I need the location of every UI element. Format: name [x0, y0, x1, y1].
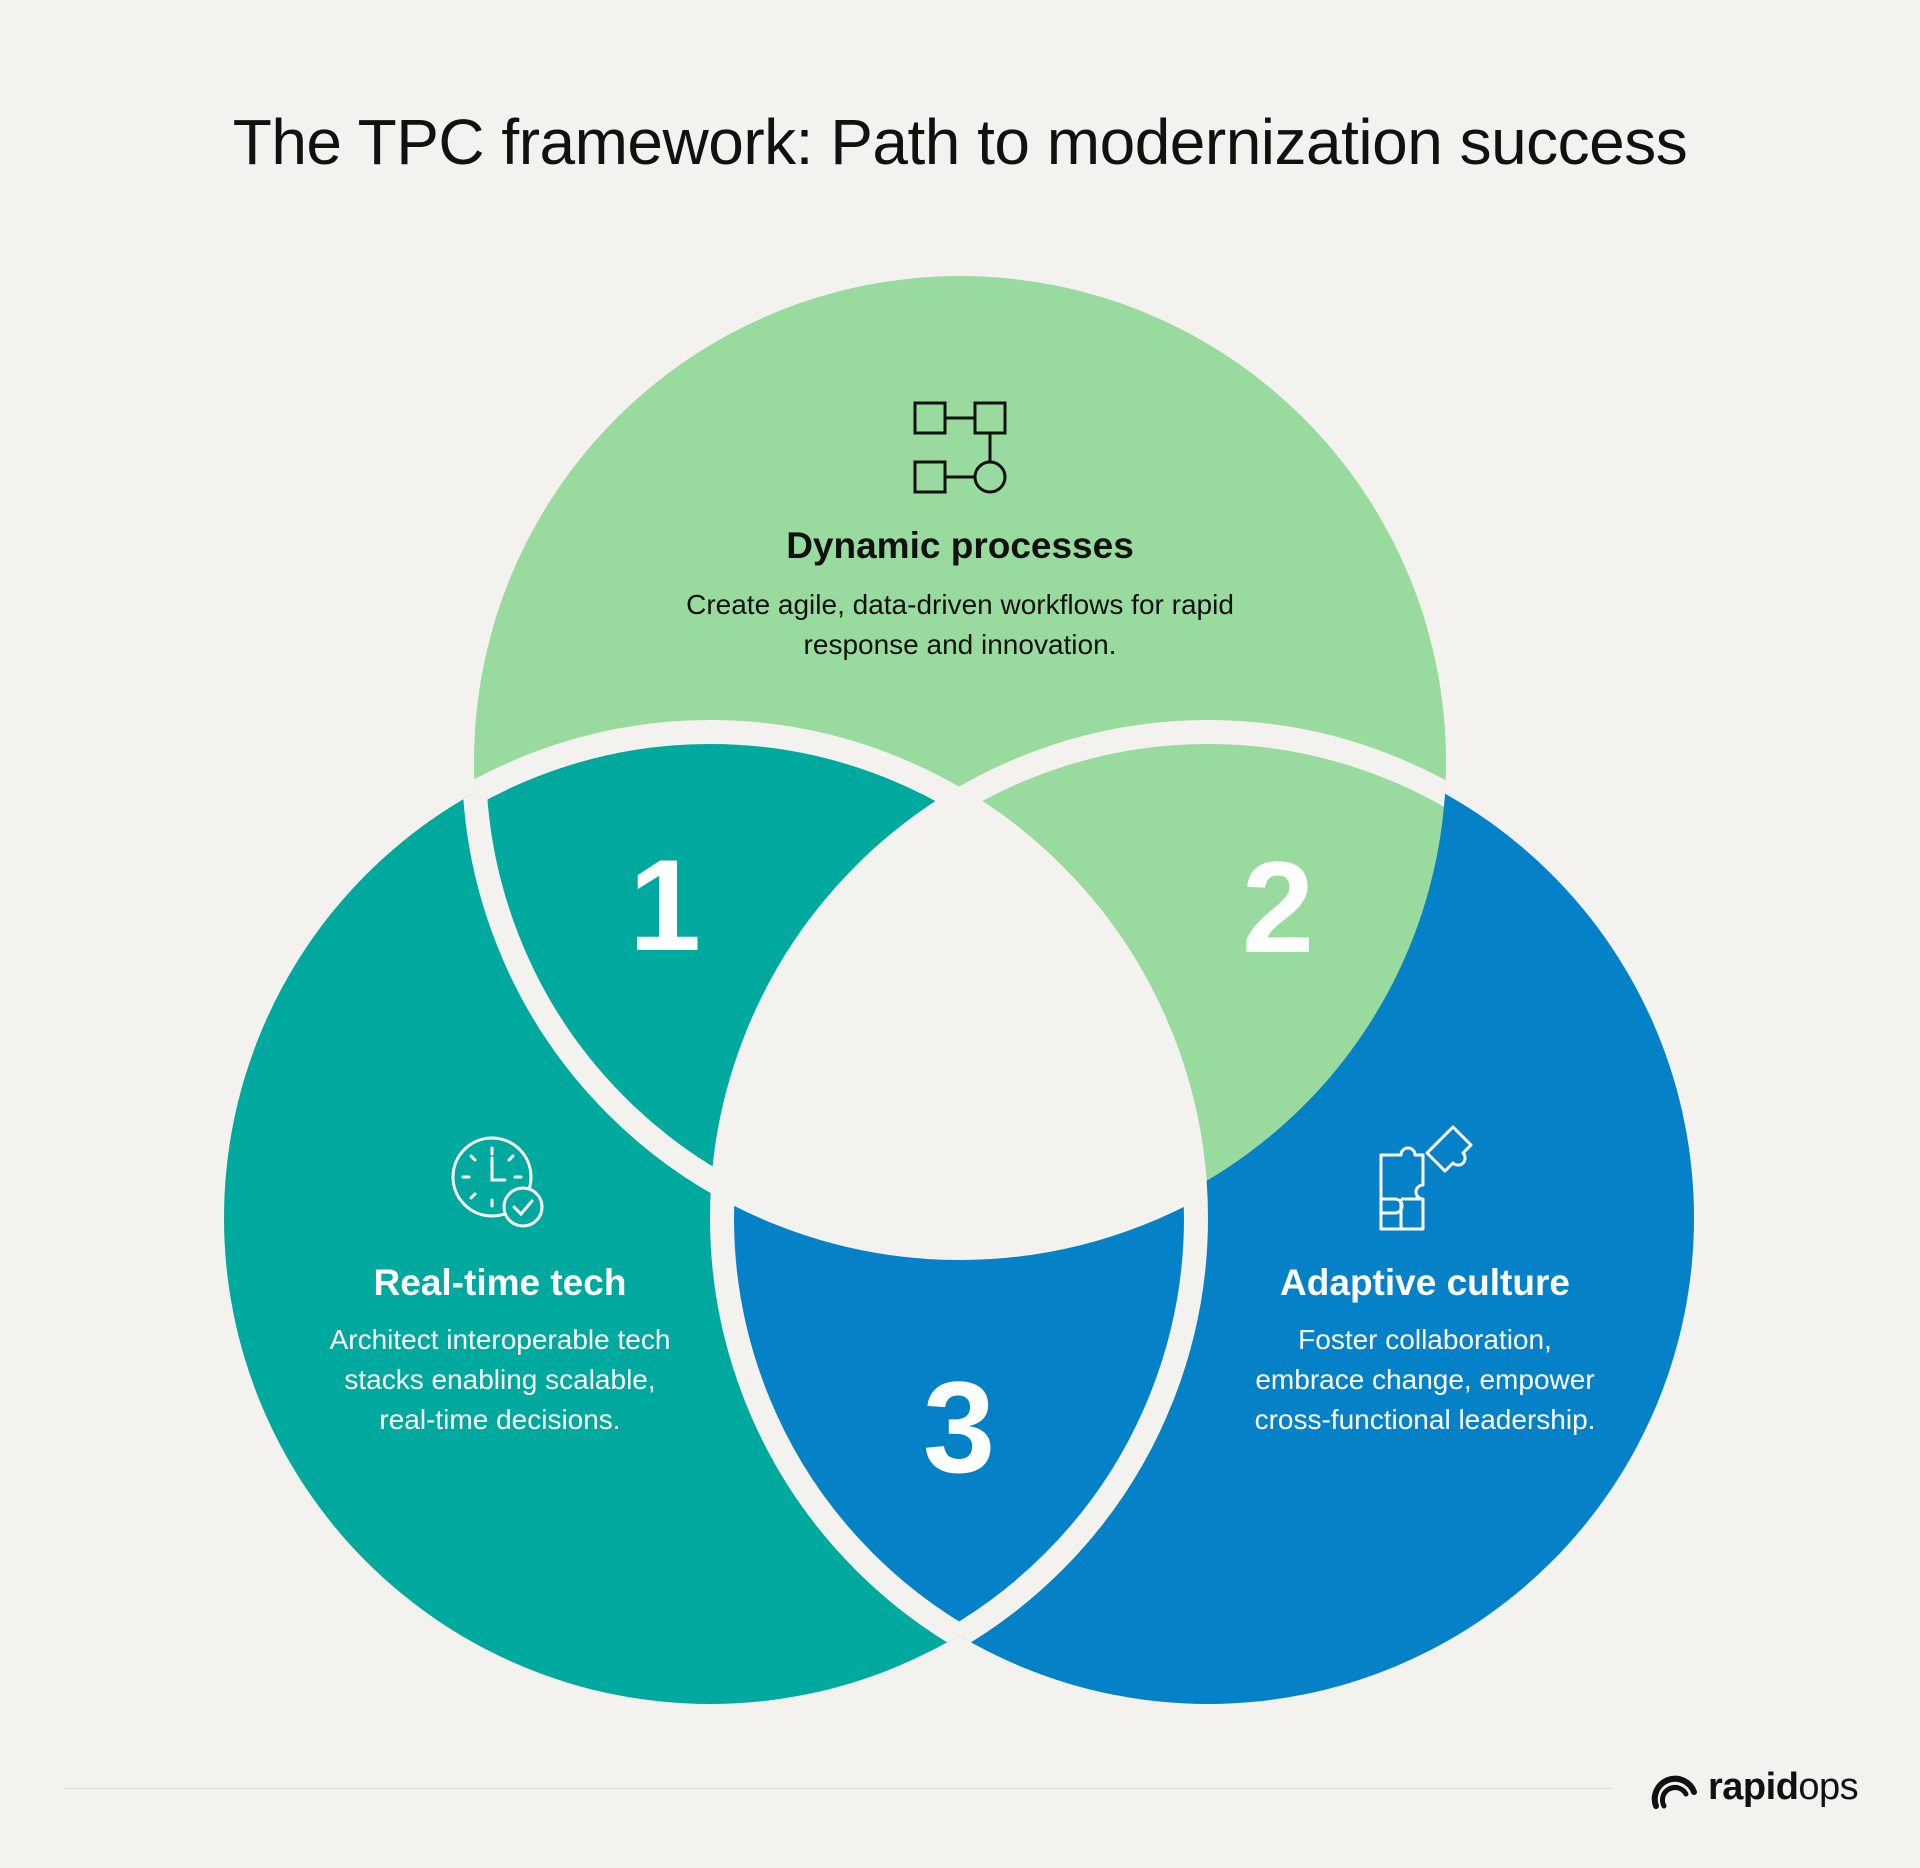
number-3: 3	[922, 1354, 996, 1500]
section-heading: Real-time tech	[373, 1262, 627, 1303]
section-adaptive-culture: Adaptive culture Foster collaboration, e…	[1175, 1262, 1675, 1440]
rapidops-logo-icon	[1651, 1775, 1697, 1809]
page-title: The TPC framework: Path to modernization…	[232, 106, 1688, 178]
section-description: Architect interoperable tech stacks enab…	[329, 1324, 671, 1435]
section-dynamic-processes: Dynamic processes Create agile, data-dri…	[560, 525, 1360, 665]
rapidops-wordmark: rapidops	[1708, 1766, 1859, 1808]
footer-divider	[64, 1788, 1612, 1789]
number-1: 1	[628, 832, 702, 978]
process-flow-icon	[913, 401, 1007, 494]
center-overlap	[722, 732, 1196, 1248]
number-2: 2	[1241, 834, 1315, 980]
section-real-time-tech: Real-time tech Architect interoperable t…	[250, 1262, 750, 1440]
puzzle-icon	[1379, 1125, 1473, 1231]
section-heading: Adaptive culture	[1280, 1262, 1570, 1303]
rapidops-logo: rapidops	[1650, 1762, 1870, 1814]
section-description: Create agile, data-driven workflows for …	[686, 589, 1234, 660]
section-description: Foster collaboration, embrace change, em…	[1254, 1324, 1596, 1435]
clock-check-icon	[451, 1136, 544, 1228]
section-heading: Dynamic processes	[786, 525, 1134, 566]
